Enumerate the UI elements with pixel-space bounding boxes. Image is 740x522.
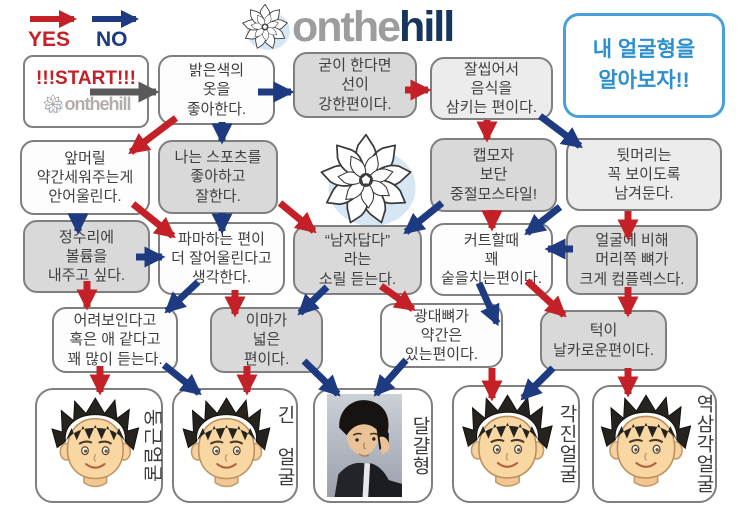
question-line: 약간세워주는게 <box>36 168 134 186</box>
question-line: 강한편이다. <box>318 95 392 113</box>
question-line: 머리쪽 뼈가 <box>595 251 669 269</box>
question-line: 더 잘어울린다고 <box>171 249 272 267</box>
question-line: 선이 <box>341 76 369 94</box>
question-line: 뒷머리는 <box>616 146 672 164</box>
result-label: 둥근얼굴 <box>142 394 163 497</box>
result-box-r1: 둥근얼굴 <box>35 388 163 503</box>
question-line: 보단 <box>479 166 508 184</box>
result-face-illustration <box>598 391 694 497</box>
question-line: 굳이 한다면 <box>318 57 392 75</box>
question-line: 앞머릴 <box>64 149 106 167</box>
question-line: 밝은색의 <box>188 62 245 80</box>
question-line: 있는편이다. <box>404 346 479 364</box>
start-brand-text: onthehill <box>64 93 132 114</box>
result-label: 각진얼굴 <box>556 404 577 484</box>
result-box-r5: 역삼각얼굴 <box>592 385 717 503</box>
question-line: 커트할때 <box>463 231 520 249</box>
quiz-title: 내 얼굴형을 알아보자!! <box>563 13 725 118</box>
question-line: 남겨둔다. <box>614 185 674 203</box>
question-line: 라는 <box>343 251 372 269</box>
flower-illustration <box>298 126 434 234</box>
brand-text-blue: hill <box>399 3 455 51</box>
start-flower-icon <box>42 93 64 115</box>
result-box-r3: 달걀형 <box>313 388 433 503</box>
question-line: 이마가 <box>245 312 288 330</box>
question-line: 잘한다. <box>195 187 241 205</box>
question-line: 얼굴에 비해 <box>595 232 669 250</box>
result-box-r2: 긴 얼굴 <box>172 388 298 503</box>
start-node: !!!START!!! onthehill <box>23 55 149 128</box>
result-face-illustration <box>178 394 275 497</box>
legend-yes-label: YES <box>28 28 71 51</box>
brand-text: onthehill <box>292 1 455 53</box>
brand-text-gray: onthe <box>292 3 401 51</box>
question-line: 생각한다. <box>191 269 252 287</box>
question-line: 중절모스타일! <box>450 185 537 203</box>
question-line: 내주고 싶다. <box>47 267 126 285</box>
question-line: 날카로운편이다. <box>553 341 654 359</box>
question-line: 잘씹어서 <box>463 60 520 78</box>
start-brand-logo: onthehill <box>42 93 132 115</box>
question-line: 약간은 <box>420 326 463 344</box>
question-line: 캡모자 <box>472 147 515 165</box>
question-line: 볼륨을 <box>65 247 108 265</box>
result-photo <box>319 394 410 497</box>
result-label: 달걀형 <box>409 415 430 476</box>
result-face-illustration <box>458 391 557 497</box>
question-line: 안어울린다. <box>48 188 122 206</box>
quiz-title-line2: 알아보자!! <box>598 68 690 92</box>
question-line: 턱이 <box>589 322 618 340</box>
start-label: !!!START!!! <box>36 68 136 89</box>
question-line: 음식을 <box>470 79 513 97</box>
result-face-illustration <box>41 394 150 497</box>
result-box-r4: 각진얼굴 <box>452 385 580 503</box>
question-line: 꽤 <box>484 250 499 268</box>
question-line: 크게 컴플렉스다. <box>579 270 685 288</box>
legend-no-label: NO <box>96 28 128 51</box>
question-line: 혹은 애 같다고 <box>69 331 161 349</box>
question-line: 편이다. <box>243 350 290 368</box>
question-line: 꼭 보이도록 <box>607 165 681 183</box>
question-line: 어려보인다고 <box>73 312 157 330</box>
question-line: 나는 스포츠를 <box>174 149 262 167</box>
result-label: 긴 얼굴 <box>274 404 295 487</box>
question-line: 좋아한다. <box>186 100 247 118</box>
question-line: 꽤 많이 듣는다. <box>67 350 163 368</box>
result-label-text: 둥근얼굴 <box>141 408 163 483</box>
question-line: 광대뼈가 <box>413 307 470 325</box>
quiz-title-line1: 내 얼굴형을 <box>592 38 696 62</box>
question-line: 넓은 <box>252 331 281 349</box>
question-line: 삼키는 편이다. <box>445 99 538 117</box>
question-line: 옷을 <box>202 81 231 99</box>
question-line: 정수리에 <box>58 228 115 246</box>
question-line: 소릴 듣는다. <box>318 270 397 288</box>
question-line: 숱을치는편이다. <box>441 270 542 288</box>
question-line: 좋아하고 <box>190 168 246 186</box>
result-label: 역삼각얼굴 <box>693 394 714 494</box>
question-line: 파마하는 편이 <box>178 230 265 248</box>
brand-flower-icon <box>238 0 292 54</box>
brand-logo: onthehill <box>238 0 455 54</box>
question-line: “남자답다” <box>324 232 391 250</box>
